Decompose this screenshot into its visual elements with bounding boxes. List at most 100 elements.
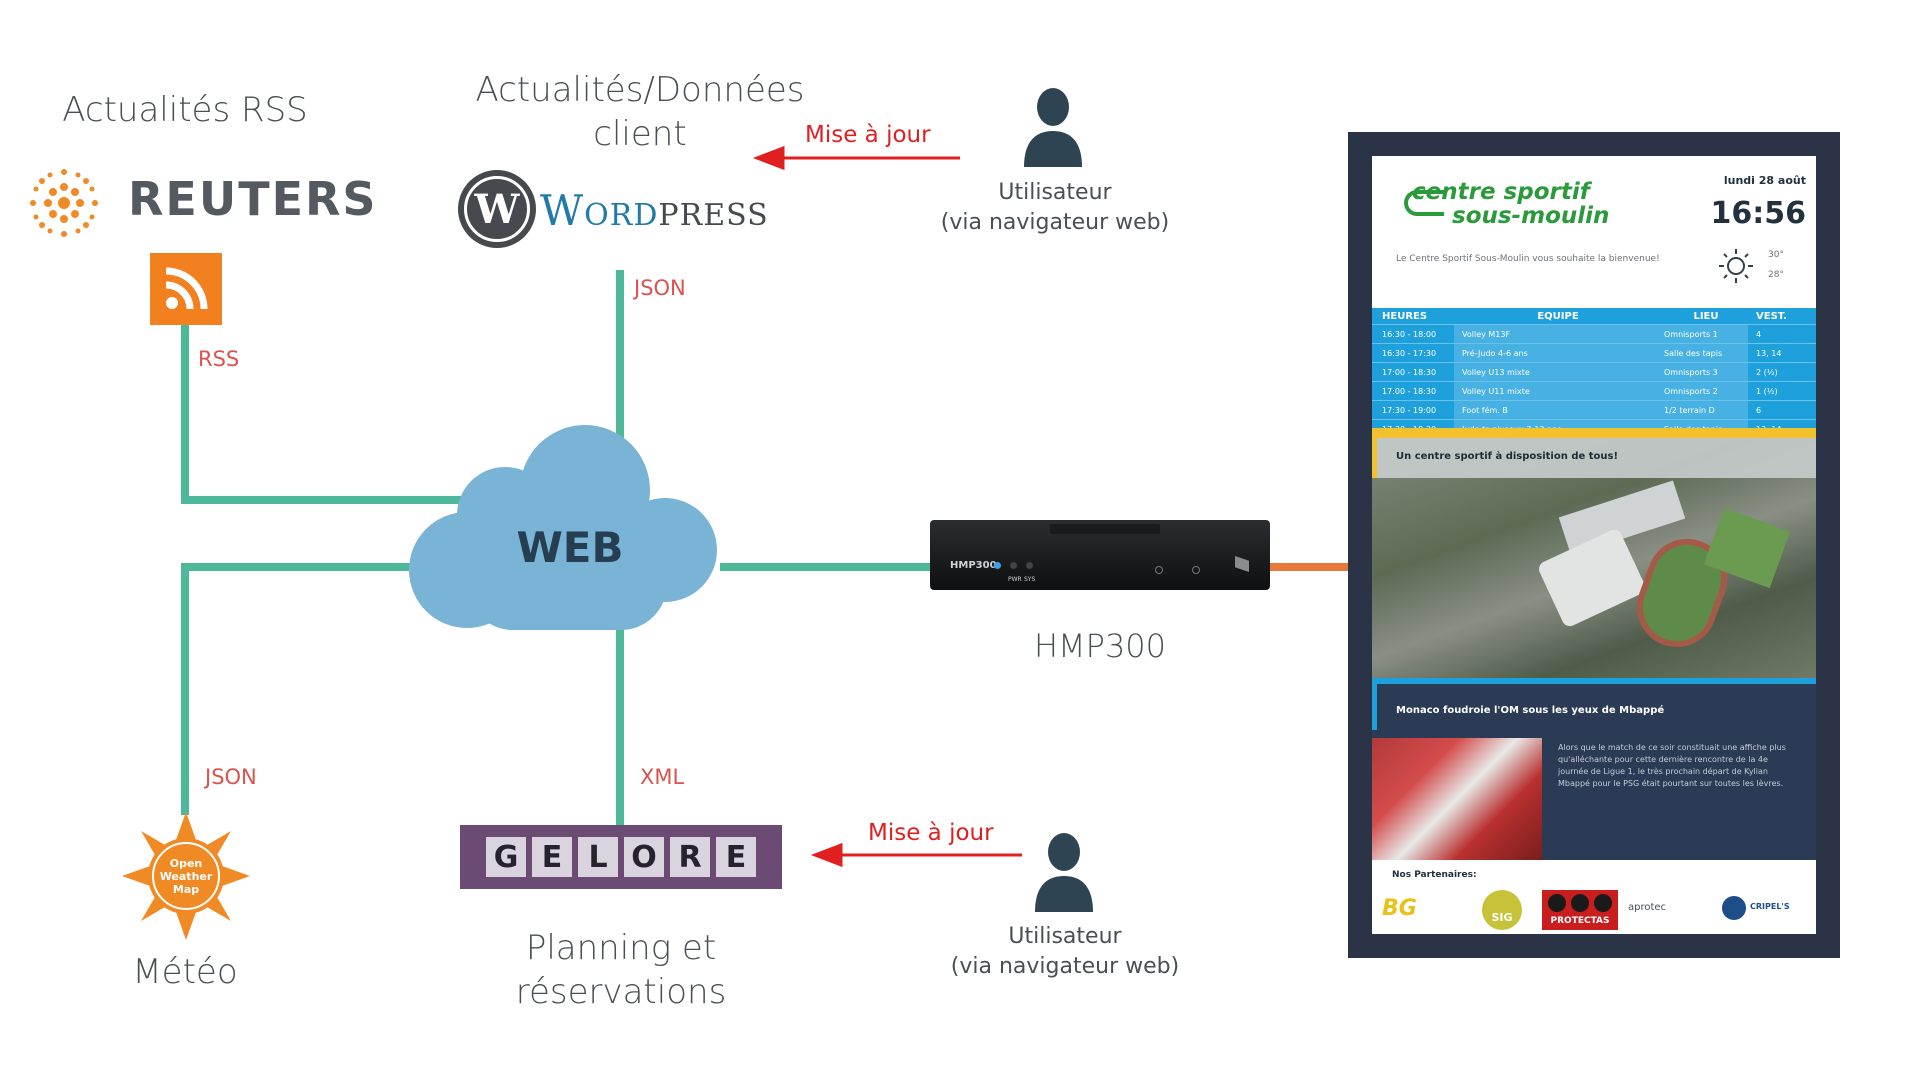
schedule-cell: Volley M13F [1454,325,1654,343]
client-title-line1: Actualités/Données [475,70,805,110]
reuters-logo-icon [26,165,102,241]
schedule-cell: Omnisports 2 [1654,382,1748,400]
update-arrow-bottom-head [810,842,843,868]
logo-swoosh-icon [1404,190,1444,216]
temp-high: 30° [1768,250,1784,260]
schedule-cell: 17:30 - 19:00 [1382,405,1437,415]
weather-protocol-label: JSON [205,765,257,789]
schedule-col-header: EQUIPE [1537,310,1579,322]
screen-date: lundi 28 août [1723,174,1806,187]
openweathermap-sun-icon [120,810,252,942]
cloud-label: WEB [516,523,624,572]
signage-display: centre sportif sous-moulin lundi 28 août… [1348,132,1840,958]
banner-accent [1372,438,1377,478]
device-port-icon [1155,566,1163,574]
partner-logo-cripels-icon [1722,896,1746,920]
partner-logo-aprotec: aprotec [1628,902,1667,913]
player-label: HMP300 [1033,627,1167,665]
rss-title: Actualités RSS [62,90,308,130]
brightsign-logo-icon [1235,556,1249,572]
wordpress-wordmark: WORDPRESS [540,186,769,235]
schedule-cell: 17:00 - 18:30 [1382,367,1437,377]
reuters-wordmark: REUTERS [128,172,378,226]
partner-logo-cripels: CRIPEL'S [1750,902,1790,911]
schedule-header-row: HEURES EQUIPE LIEU VEST. [1372,308,1816,324]
schedule-cell: Foot fém. B [1454,401,1654,419]
update-arrow-top-head [752,145,785,171]
schedule-cell: Omnisports 1 [1654,325,1748,343]
device-led-icon [994,562,1001,569]
gelore-letter: L [578,837,618,877]
schedule-cell: 4 [1756,329,1762,339]
rss-protocol-label: RSS [198,347,240,371]
wire-rss [181,318,470,504]
schedule-cell: 13, 14 [1756,348,1782,358]
client-protocol-label: JSON [634,276,686,300]
planning-protocol-label: XML [640,765,685,789]
schedule-cell: 6 [1756,405,1762,415]
schedule-cell: 16:30 - 18:00 [1382,329,1437,339]
web-cloud [405,425,735,640]
device-vent [1050,524,1160,534]
planning-title-line2: réservations [515,972,727,1012]
top-update-label: Mise à jour [805,122,931,148]
signage-screen: centre sportif sous-moulin lundi 28 août… [1372,156,1816,934]
device-model: HMP300 [950,560,997,571]
weather-title: Météo [132,952,238,992]
banner-text: Un centre sportif à disposition de tous! [1396,451,1619,462]
news-top-stripe [1372,678,1816,684]
news-body: Alors que le match de ce soir constituai… [1558,743,1786,788]
photo-hall [1536,527,1648,629]
sun-weather-icon [1718,248,1754,284]
schedule-cell: Salle des tapis [1654,344,1748,362]
aerial-photo [1372,438,1816,678]
schedule-cell: Volley U11 mixte [1454,382,1654,400]
schedule-cell: 2 (½) [1756,367,1778,377]
top-user-line1: Utilisateur [998,180,1112,205]
schedule-cell: Volley U13 mixte [1454,363,1654,381]
partner-logo-bg: BG [1382,896,1417,921]
temp-low: 28° [1768,270,1784,280]
gelore-letter: G [486,837,526,877]
top-user-line2: (via navigateur web) [940,210,1170,235]
schedule-cell: 1 (½) [1756,386,1778,396]
screen-welcome: Le Centre Sportif Sous-Moulin vous souha… [1396,254,1660,264]
partner-logo-sig: SIG [1482,890,1522,930]
top-user-icon [1022,85,1084,167]
gelore-letter: R [670,837,710,877]
device-port-icon [1192,566,1200,574]
schedule-cell: 1/2 terrain D [1654,401,1748,419]
planning-title-line1: Planning et [525,928,717,968]
news-photo [1372,738,1542,860]
bottom-user-line2: (via navigateur web) [950,954,1180,979]
partners-strip: Nos Partenaires: BG SIG PROTECTAS aprote… [1372,860,1816,934]
bottom-user-line1: Utilisateur [1008,924,1122,949]
schedule-cell: 16:30 - 17:30 [1382,348,1437,358]
wire-weather [181,563,420,815]
gelore-letter: O [624,837,664,877]
schedule-col-header: VEST. [1756,310,1787,322]
openweathermap-badge: Open Weather Map [159,857,213,896]
rss-feed-icon [150,253,222,325]
gelore-letter: E [532,837,572,877]
client-title-line2: client [593,114,687,154]
news-panel: Monaco foudroie l'OM sous les yeux de Mb… [1372,678,1816,860]
schedule-col-header: LIEU [1693,310,1719,322]
schedule-cell: 17:00 - 18:30 [1382,386,1437,396]
screen-time: 16:56 [1710,196,1807,231]
bottom-update-label: Mise à jour [868,820,994,846]
hmp300-device: HMP300 PWR SYS [930,520,1270,590]
schedule-col-header: HEURES [1382,310,1428,322]
gelore-logo: G E L O R E [460,825,782,889]
device-led-label: SYS [1024,576,1036,583]
partners-label: Nos Partenaires: [1392,870,1477,880]
gelore-letter: E [716,837,756,877]
news-title: Monaco foudroie l'OM sous les yeux de Mb… [1396,705,1665,716]
schedule-cell: Pré-Judo 4-6 ans [1454,344,1654,362]
